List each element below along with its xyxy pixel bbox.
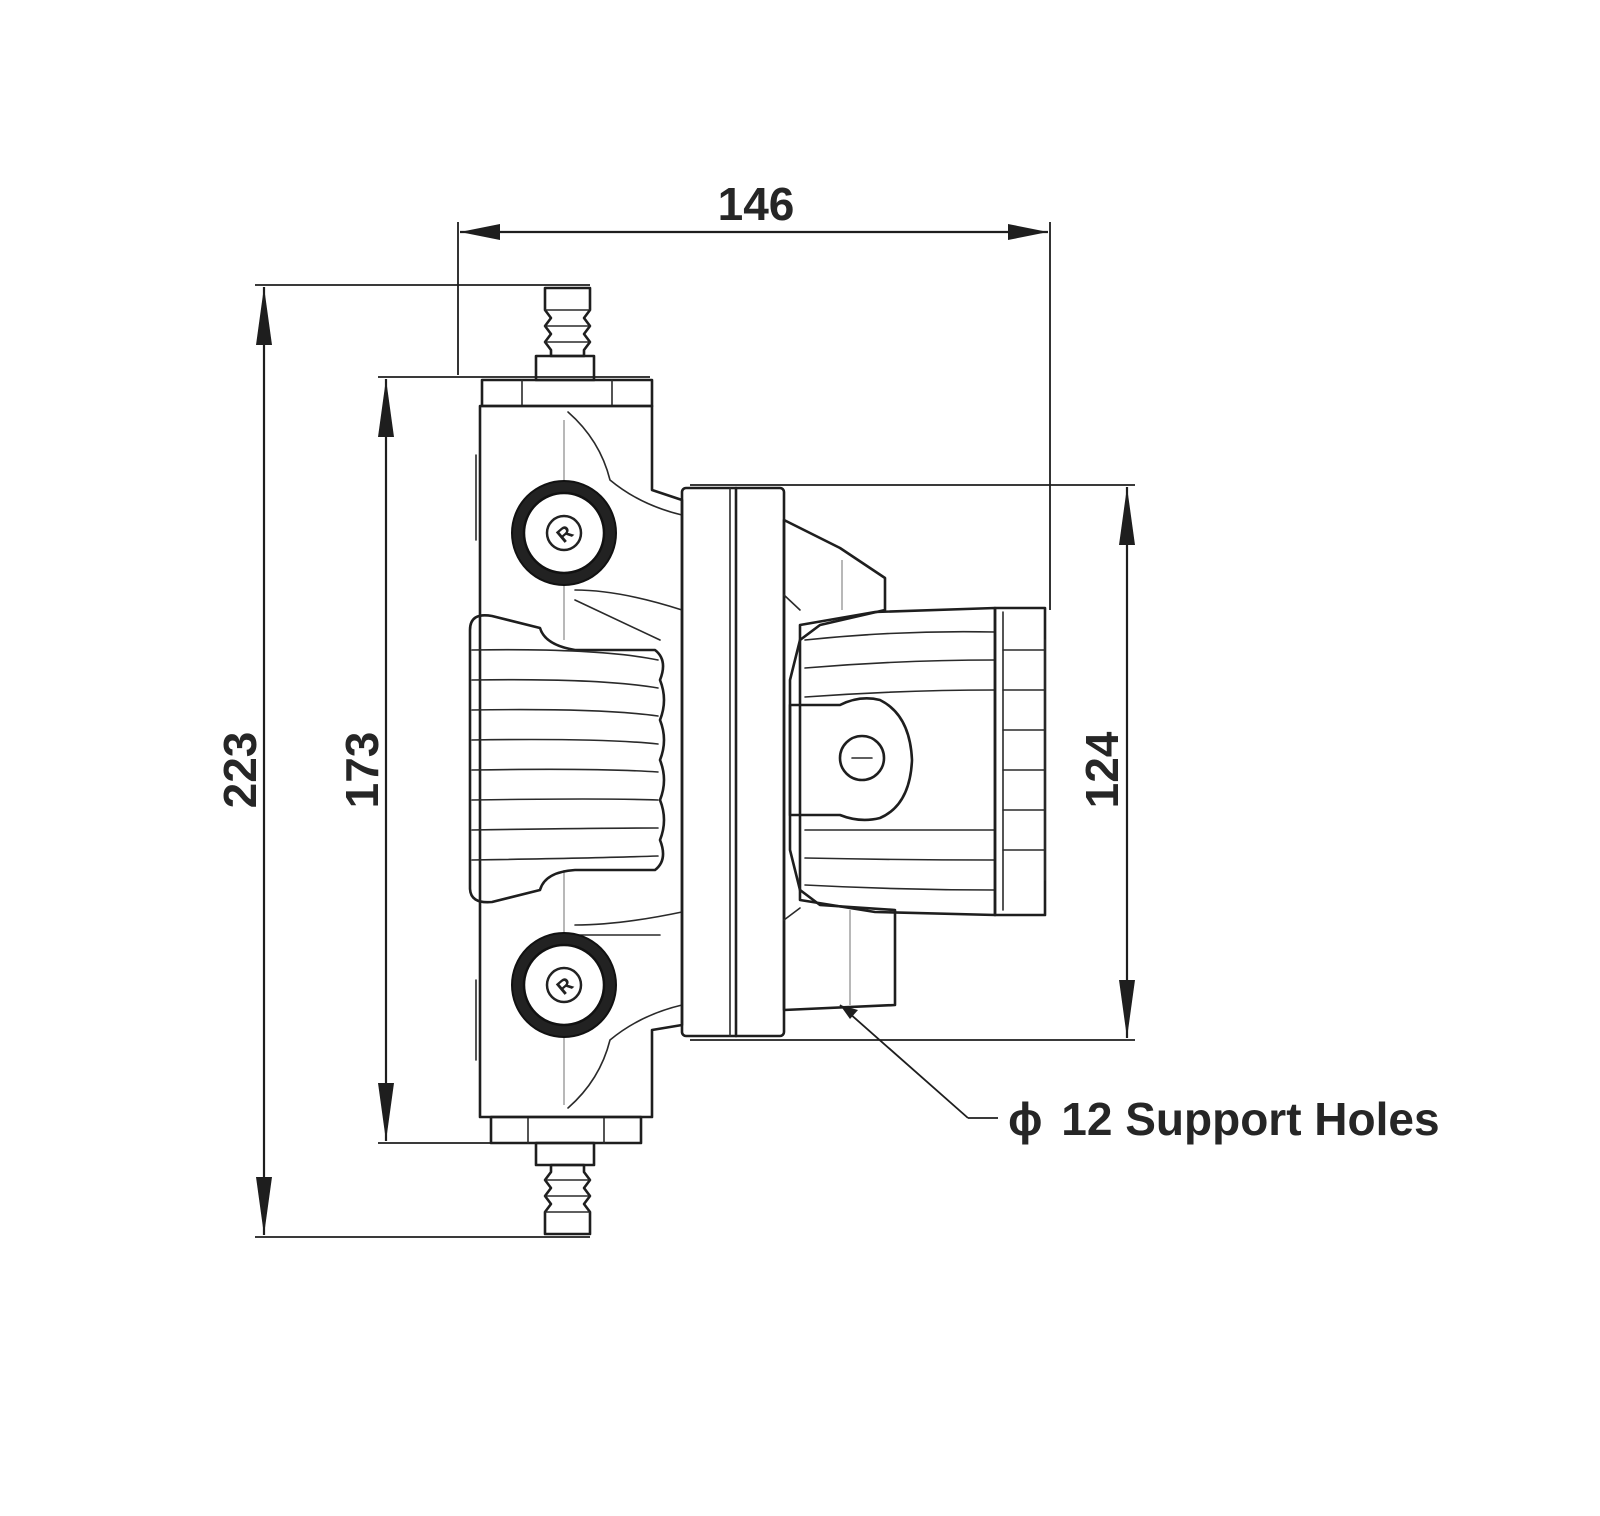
arrowhead [256, 1177, 272, 1235]
dimension-label-124: 124 [1076, 731, 1128, 808]
bottom-hose-barb [534, 1141, 596, 1236]
arrowhead [1008, 224, 1048, 240]
center-clamp-plates [680, 486, 786, 1038]
dimension-height-body: 173 [336, 376, 650, 1144]
dimension-label-223: 223 [214, 732, 266, 809]
dimension-width: 146 [457, 178, 1051, 610]
callout-label: ϕ 12 Support Holes [1008, 1093, 1440, 1145]
dimension-label-146: 146 [718, 178, 795, 230]
arrowhead [378, 379, 394, 437]
mounting-lug [788, 697, 914, 822]
dimension-height-overall: 223 [214, 284, 590, 1238]
arrowhead [1119, 980, 1135, 1038]
support-holes-callout: ϕ 12 Support Holes [839, 1004, 1440, 1145]
support-hole [838, 734, 886, 782]
top-hose-barb [534, 286, 596, 382]
lower-valve-knob: R [511, 932, 617, 1038]
dimension-height-mount: 124 [690, 484, 1135, 1041]
diaphragm-housing-left [468, 614, 666, 904]
arrowhead [378, 1083, 394, 1141]
dimension-label-173: 173 [336, 732, 388, 809]
arrowhead [460, 224, 500, 240]
arrowhead [256, 287, 272, 345]
callout-text: 12 Support Holes [1061, 1093, 1439, 1145]
diameter-symbol: ϕ [1008, 1093, 1042, 1145]
arrowhead [1119, 487, 1135, 545]
upper-valve-knob: R [511, 480, 617, 586]
arrowhead [840, 1005, 858, 1019]
motor-body [798, 606, 1047, 917]
